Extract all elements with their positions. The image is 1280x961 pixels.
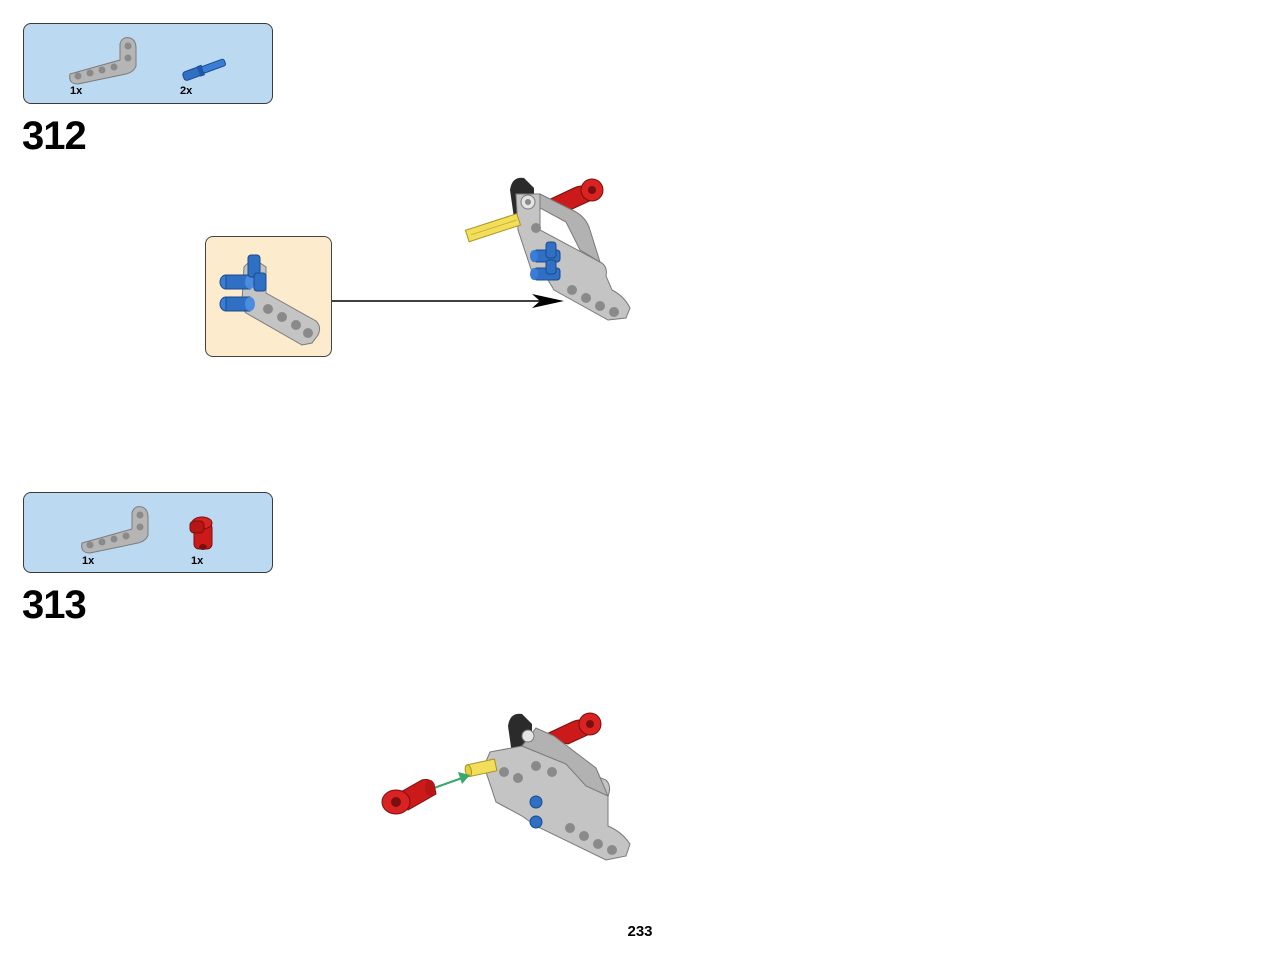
- part-qty: 1x: [191, 555, 204, 567]
- parts-list-step-312: 1x 2x: [23, 23, 273, 104]
- part-qty: 1x: [82, 555, 95, 567]
- part-qty: 2x: [180, 85, 193, 97]
- submodel-beam-with-pins-icon: [219, 254, 321, 346]
- red-axle-connector-icon: [189, 516, 213, 550]
- step-313-assembly: [381, 712, 631, 861]
- callout-arrow: [332, 294, 564, 308]
- step-312-assembly: [464, 177, 631, 321]
- blue-axle-pin-icon: [182, 58, 226, 81]
- gray-bent-beam-icon: [81, 506, 149, 554]
- submodel-callout: [205, 236, 332, 357]
- parts-list-step-313: 1x 1x: [23, 492, 273, 573]
- blue-pin-lower: [219, 272, 267, 312]
- part-qty: 1x: [70, 85, 83, 97]
- gray-bent-beam-icon: [69, 37, 137, 85]
- step-number: 313: [22, 583, 87, 627]
- step-number: 312: [22, 114, 87, 158]
- page-number: 233: [627, 923, 653, 940]
